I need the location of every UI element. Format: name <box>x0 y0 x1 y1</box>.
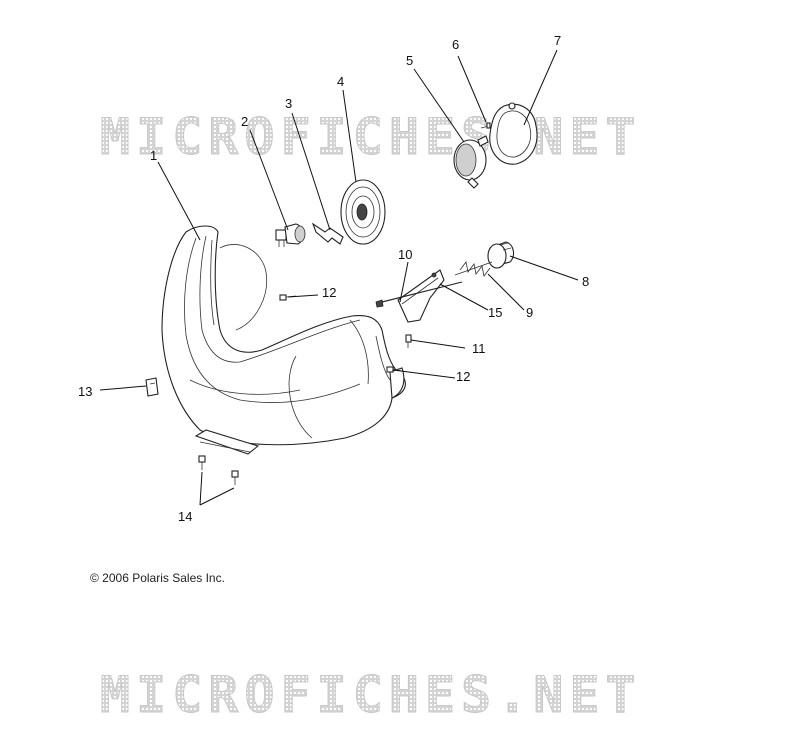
copyright-notice: © 2006 Polaris Sales Inc. <box>90 571 225 585</box>
part-3-clip <box>311 222 344 245</box>
part-6-screw <box>480 122 491 129</box>
callout-14: 14 <box>178 509 193 524</box>
callout-7: 7 <box>554 33 562 48</box>
part-5-lamp-housing <box>453 135 489 189</box>
leader-5 <box>413 68 465 143</box>
leader-13 <box>99 385 147 391</box>
callout-13: 13 <box>78 384 93 399</box>
leader-2 <box>249 129 289 231</box>
leader-8 <box>509 255 579 281</box>
leader-1 <box>157 161 201 241</box>
leader-12a <box>287 294 319 298</box>
watermark-bottom: MICROFICHES.NET <box>100 666 642 724</box>
leader-6 <box>457 55 487 123</box>
callout-5: 5 <box>406 53 414 68</box>
callout-6: 6 <box>452 37 460 52</box>
callout-2: 2 <box>241 114 249 129</box>
part-13-clip-nut <box>145 377 159 397</box>
leader-3 <box>291 112 331 231</box>
part-11-screw <box>405 334 412 348</box>
leader-7 <box>523 49 558 126</box>
callout-9: 9 <box>526 305 534 320</box>
callout-12-upper: 12 <box>322 285 337 300</box>
callout-1: 1 <box>150 148 158 163</box>
part-4-reflector-cap <box>340 179 386 245</box>
leader-10 <box>399 261 409 303</box>
callout-11: 11 <box>472 341 486 356</box>
callout-15: 15 <box>488 305 503 320</box>
leader-4 <box>342 89 357 183</box>
leader-15 <box>439 283 489 311</box>
part-9-spring <box>454 261 493 277</box>
leader-11 <box>410 339 466 349</box>
leader-9 <box>487 273 525 311</box>
leader-12b <box>392 369 456 379</box>
callout-10: 10 <box>398 247 413 262</box>
leader-14a <box>199 471 203 506</box>
part-14-screws <box>198 455 239 485</box>
callout-8: 8 <box>582 274 590 289</box>
part-15-adjuster-rod <box>375 281 463 308</box>
callout-3: 3 <box>285 96 293 111</box>
part-10-bracket <box>397 269 445 323</box>
part-2-bulb <box>275 223 306 247</box>
leader-14b <box>199 487 235 506</box>
leader-lines <box>99 49 579 506</box>
part-1-headlight-housing <box>161 225 406 455</box>
part-12-screw-upper <box>279 294 297 301</box>
watermark-top: MICROFICHES.NET <box>100 108 642 166</box>
part-8-adjuster-knob <box>487 241 515 269</box>
callout-12-lower: 12 <box>456 369 471 384</box>
callout-4: 4 <box>337 74 345 89</box>
